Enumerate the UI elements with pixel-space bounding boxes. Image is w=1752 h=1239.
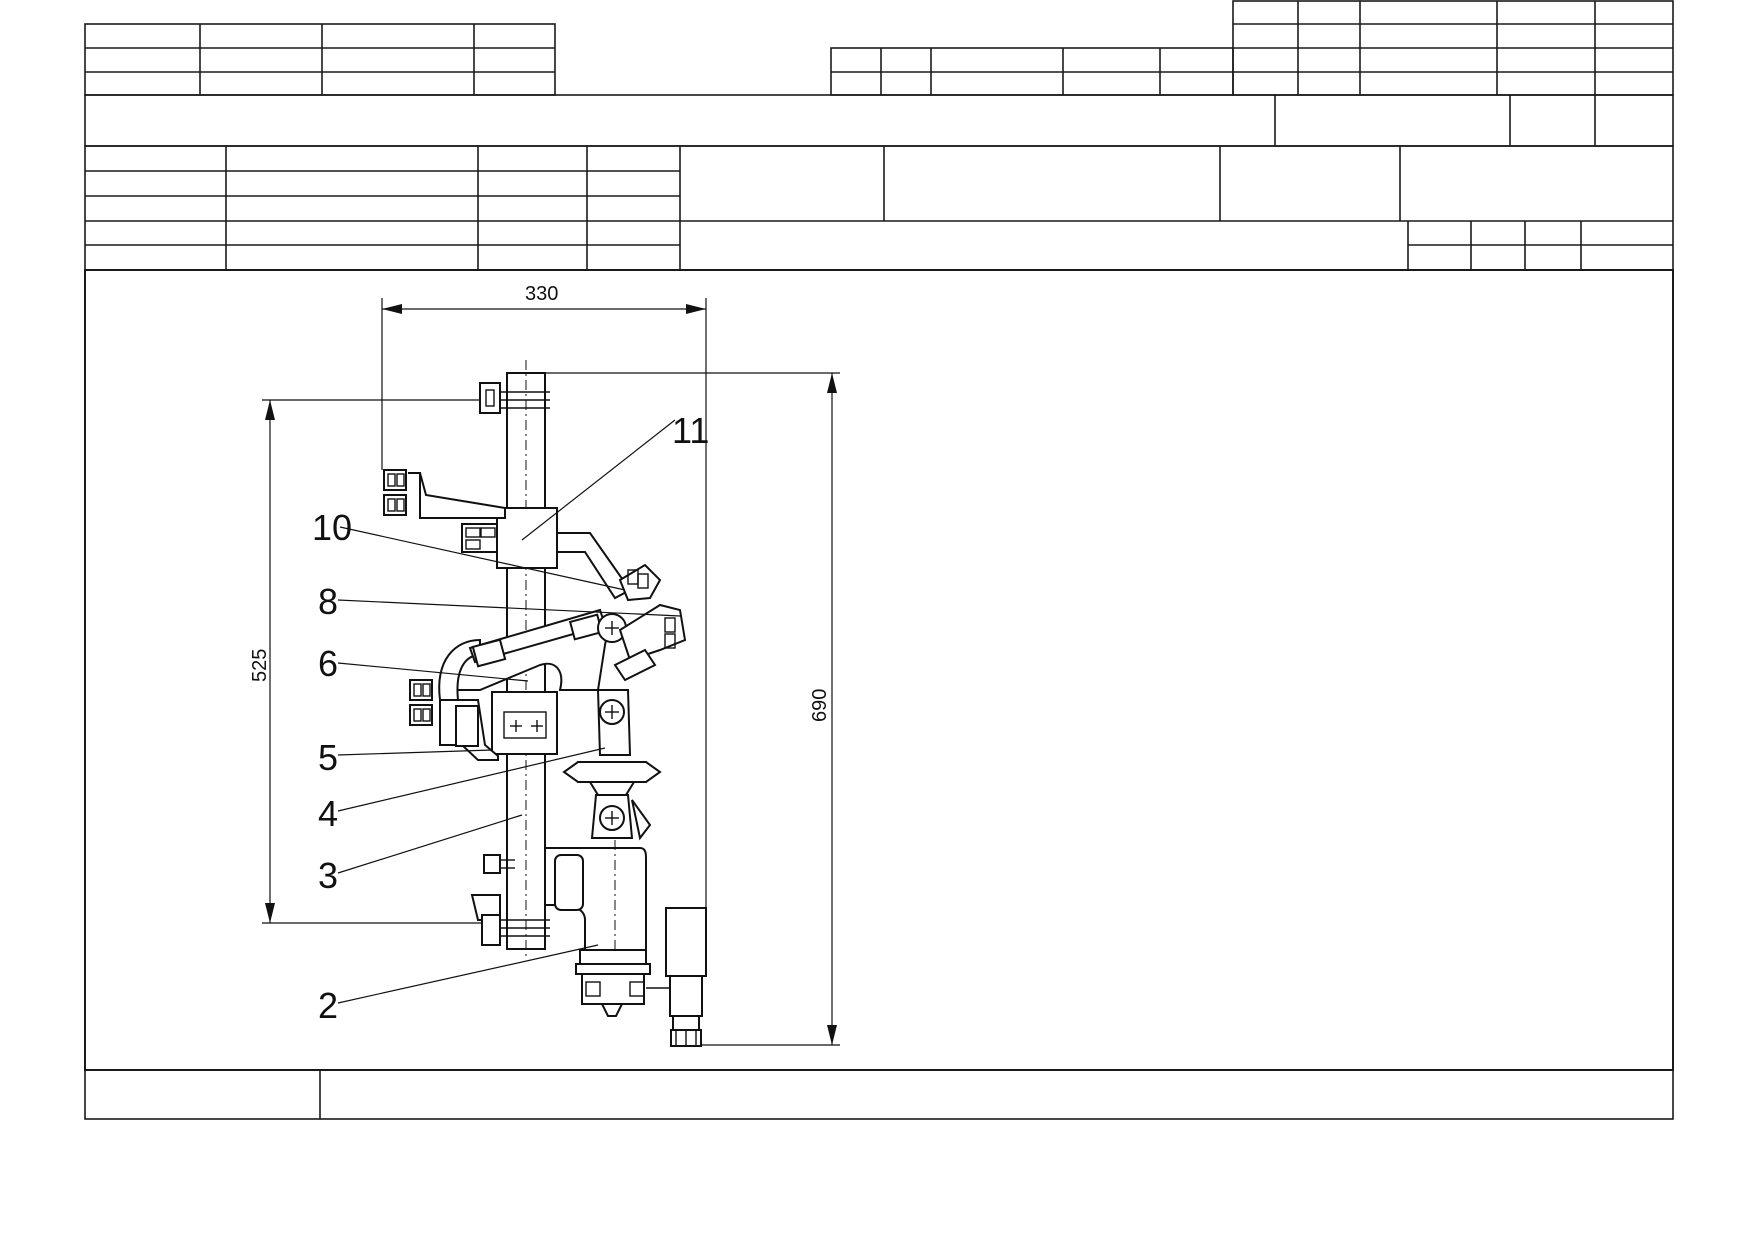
callouts: 11 10 8 6 5 4 3 2	[312, 410, 709, 1026]
base-housing	[544, 840, 651, 1017]
upper-left-bracket	[383, 469, 506, 519]
callout-10: 10	[312, 507, 352, 548]
dimension-mounting-span: 525	[249, 399, 490, 924]
height-dimension-label: 690	[809, 689, 831, 722]
upper-clamp	[461, 507, 558, 569]
footer-row	[84, 1069, 1674, 1120]
revision-table-middle	[830, 47, 1234, 96]
dimension-width: 330	[381, 283, 707, 910]
dimension-height: 690	[540, 372, 840, 1046]
lower-mounting-bolts	[470, 854, 550, 946]
callout-4: 4	[318, 793, 338, 834]
top-mounting-bolt	[479, 382, 550, 414]
arm-tip	[613, 603, 687, 682]
mounting-span-dimension-label: 525	[249, 649, 271, 682]
side-actuator	[646, 907, 707, 1047]
callout-5: 5	[318, 737, 338, 778]
revision-table-top-left	[84, 23, 556, 96]
insulator-pin	[562, 689, 662, 841]
assembly-drawing: 690 330 525	[249, 283, 840, 1047]
callout-3: 3	[318, 855, 338, 896]
callout-2: 2	[318, 985, 338, 1026]
upper-bracket	[556, 532, 662, 602]
callout-11: 11	[672, 410, 709, 451]
cross-clamp	[409, 679, 558, 761]
title-row	[84, 94, 1674, 147]
revision-table-top-right	[1232, 0, 1674, 96]
title-block	[84, 0, 1674, 271]
callout-8: 8	[318, 581, 338, 622]
header-grid	[84, 145, 1674, 271]
width-dimension-label: 330	[525, 283, 558, 305]
upper-arm-link	[468, 608, 627, 668]
callout-6: 6	[318, 643, 338, 684]
